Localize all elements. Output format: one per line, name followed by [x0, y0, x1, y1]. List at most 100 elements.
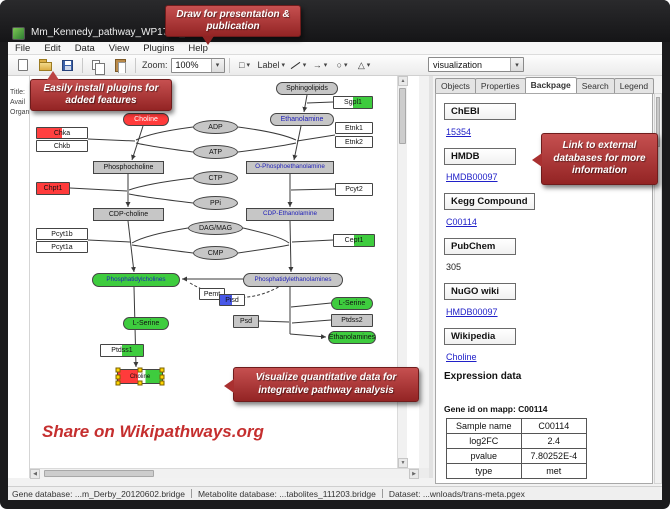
menu-edit[interactable]: Edit: [44, 42, 61, 54]
pathway-node-ctp[interactable]: CTP: [193, 171, 238, 185]
pathway-node-pcyt1b[interactable]: Pcyt1b: [36, 228, 88, 240]
tab-objects[interactable]: Objects: [435, 78, 476, 94]
pathway-node-chkb[interactable]: Chkb: [36, 140, 88, 152]
pathway-node-pcyt1a[interactable]: Pcyt1a: [36, 241, 88, 253]
pathway-node-dag-mag[interactable]: DAG/MAG: [188, 221, 243, 235]
tab-legend[interactable]: Legend: [613, 78, 655, 94]
pathway-node-pisd[interactable]: Pisd: [219, 294, 245, 306]
shape-tool-button[interactable]: △▾: [357, 59, 371, 70]
pathway-node-chpt1[interactable]: Chpt1: [36, 182, 70, 195]
menu-view[interactable]: View: [108, 42, 130, 54]
pathway-node-pcyt2[interactable]: Pcyt2: [335, 183, 373, 196]
paste-icon: [114, 58, 126, 73]
scroll-down-arrow-icon[interactable]: ▼: [398, 458, 408, 468]
callout-pointer: [224, 379, 234, 393]
pathway-node-l-serine[interactable]: L-Serine: [123, 317, 169, 330]
save-icon: [61, 59, 73, 71]
menu-help[interactable]: Help: [188, 42, 208, 54]
tab-search[interactable]: Search: [575, 78, 615, 94]
paste-button[interactable]: [110, 56, 130, 74]
selection-handle[interactable]: [137, 380, 143, 386]
pathway-node-adp[interactable]: ADP: [193, 120, 238, 134]
scroll-up-arrow-icon[interactable]: ▲: [398, 76, 408, 86]
pathway-node-ptdss1[interactable]: Ptdss1: [100, 344, 144, 357]
pathway-node-ppi[interactable]: PPi: [193, 196, 238, 210]
pathway-node-choline[interactable]: Choline: [115, 367, 165, 386]
datanode-tool-button[interactable]: □▾: [239, 60, 250, 70]
pathway-node-ethanolamines[interactable]: Ethanolamines: [328, 331, 376, 344]
selection-handle[interactable]: [115, 380, 121, 386]
pathway-node-o-phosphoethanolamine[interactable]: O-Phosphoethanolamine: [246, 161, 334, 174]
pathway-node-atp[interactable]: ATP: [193, 145, 238, 159]
info-title-label: Title:: [10, 89, 25, 96]
nugo-wiki-link[interactable]: HMDB00097: [446, 307, 498, 317]
table-cell: log2FC: [446, 433, 522, 449]
selection-handle[interactable]: [159, 380, 165, 386]
canvas-vertical-scrollbar[interactable]: ▲ ▼: [397, 76, 408, 468]
selection-handle[interactable]: [159, 367, 165, 373]
chevron-down-icon[interactable]: ▾: [510, 58, 523, 71]
copy-button[interactable]: [88, 56, 108, 75]
tab-properties[interactable]: Properties: [474, 78, 526, 94]
scrollbar-corner: [419, 468, 430, 478]
hmdb-link[interactable]: HMDB00097: [446, 172, 498, 182]
pathway-node-cdp-ethanolamine[interactable]: CDP-Ethanolamine: [246, 208, 334, 221]
pathway-node-cdp-choline[interactable]: CDP-choline: [93, 208, 164, 221]
pathway-node-ptdss2[interactable]: Ptdss2: [331, 314, 373, 327]
pathway-node-sgpl1[interactable]: Sgpl1: [333, 96, 373, 109]
pathway-node-etnk2[interactable]: Etnk2: [335, 136, 373, 148]
scrollbar-thumb[interactable]: [656, 97, 660, 147]
pathway-node-cmp[interactable]: CMP: [193, 246, 238, 260]
callout-pointer: [202, 36, 214, 45]
wikipedia-link[interactable]: Choline: [446, 352, 477, 362]
pathway-node-phosphocholine[interactable]: Phosphocholine: [93, 161, 164, 174]
expression-table: Sample name C00114 log2FC 2.4 pvalue 7.8…: [446, 418, 588, 479]
status-bar: Gene database: ...m_Derby_20120602.bridg…: [8, 486, 662, 500]
scroll-right-arrow-icon[interactable]: ▶: [409, 469, 419, 479]
kegg-compound-link[interactable]: C00114: [446, 217, 477, 227]
scrollbar-thumb[interactable]: [44, 470, 154, 477]
menu-data[interactable]: Data: [74, 42, 95, 54]
pathway-node-choline[interactable]: Choline: [123, 113, 169, 126]
canvas-horizontal-scrollbar[interactable]: ◀ ▶: [30, 468, 419, 479]
scroll-left-arrow-icon[interactable]: ◀: [30, 469, 40, 479]
nugo-wiki-header: NuGO wiki: [444, 283, 516, 300]
panel-splitter[interactable]: [429, 76, 433, 478]
new-file-icon: [18, 59, 28, 71]
pathway-node-etnk1[interactable]: Etnk1: [335, 122, 373, 134]
chevron-down-icon[interactable]: ▾: [210, 58, 224, 72]
scrollbar-thumb[interactable]: [399, 88, 406, 144]
oval-tool-button[interactable]: ○▾: [336, 60, 348, 70]
sidebar-scrollbar[interactable]: [654, 93, 662, 484]
save-button[interactable]: [57, 56, 77, 74]
pathway-node-psd[interactable]: Psd: [233, 315, 259, 328]
title-bar[interactable]: Mm_Kennedy_pathway_WP1771_45176.gpml: [0, 0, 670, 42]
selection-handle[interactable]: [115, 367, 121, 373]
label-tool-button[interactable]: Label▾: [257, 60, 286, 70]
pathway-node-cept1[interactable]: Cept1: [333, 234, 375, 247]
zoom-combobox[interactable]: 100% ▾: [170, 57, 225, 73]
selection-handle[interactable]: [137, 367, 143, 373]
pathway-node-chka[interactable]: Chka: [36, 127, 88, 139]
status-gene-database: Gene database: ...m_Derby_20120602.bridg…: [12, 488, 185, 499]
selection-handle[interactable]: [159, 374, 165, 379]
visualization-combobox[interactable]: visualization ▾: [428, 57, 524, 72]
line-tool-button[interactable]: ▾: [288, 56, 308, 74]
pathway-node-phosphatidylethanolamines[interactable]: Phosphatidylethanolamines: [243, 273, 343, 287]
new-file-button[interactable]: [13, 56, 33, 74]
pathway-node-ethanolamine[interactable]: Ethanolamine: [270, 113, 334, 126]
pathway-node-l-serine[interactable]: L-Serine: [331, 297, 373, 310]
menu-plugins[interactable]: Plugins: [143, 42, 175, 54]
menu-file[interactable]: File: [15, 42, 31, 54]
pathway-node-phosphatidylcholines[interactable]: Phosphatidylcholines: [92, 273, 180, 287]
tab-backpage[interactable]: Backpage: [524, 77, 577, 93]
arrow-tool-button[interactable]: →▾: [312, 60, 328, 70]
table-row: type met: [446, 463, 588, 479]
open-file-button[interactable]: [35, 56, 55, 74]
chebi-link[interactable]: 15354: [446, 127, 472, 137]
line-icon: [290, 61, 301, 69]
selection-handle[interactable]: [115, 374, 121, 379]
chevron-down-icon: ▾: [323, 62, 328, 69]
pathway-node-sphingolipids[interactable]: Sphingolipids: [276, 82, 338, 95]
